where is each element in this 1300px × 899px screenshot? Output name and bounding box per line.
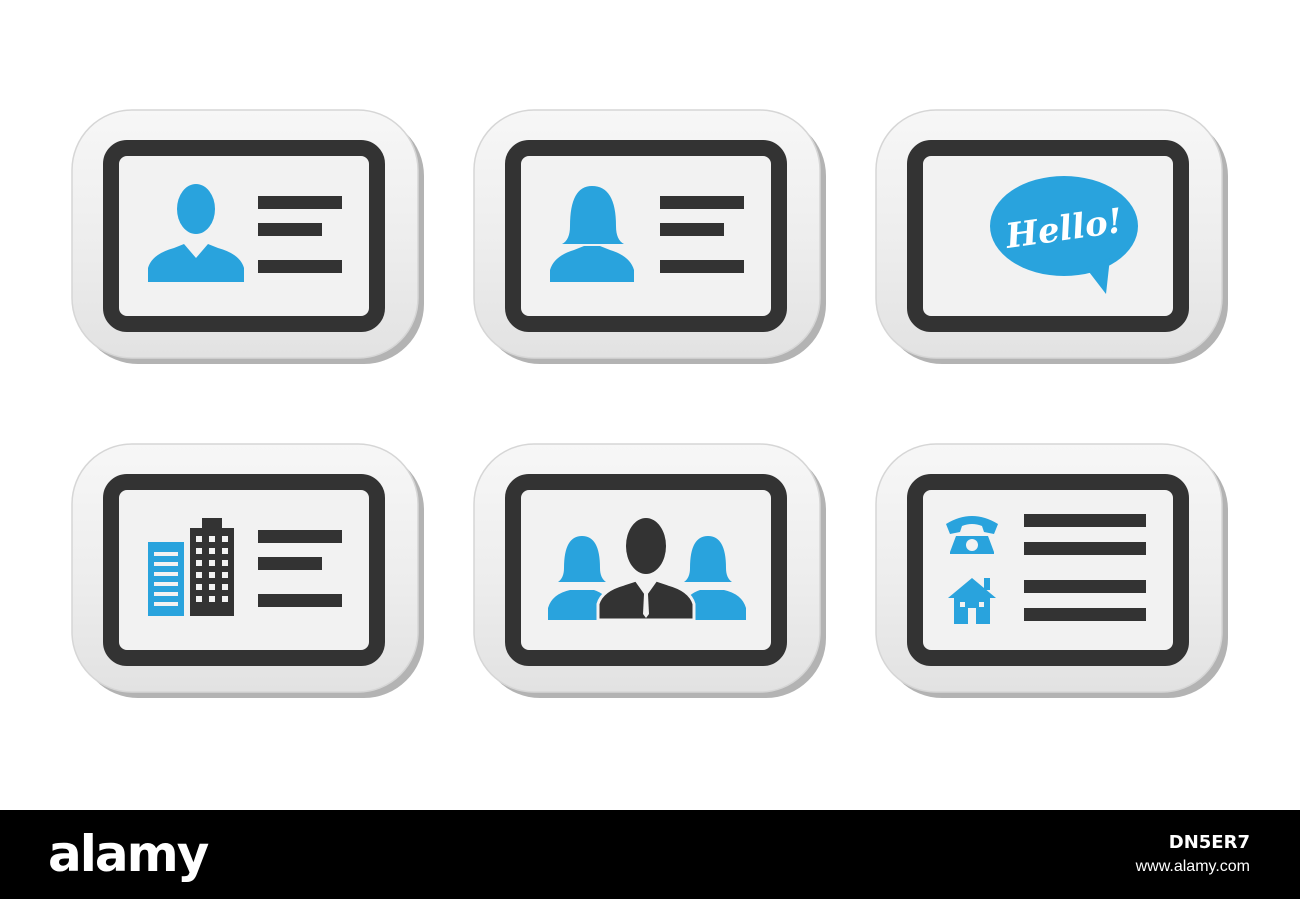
text-lines: [258, 530, 342, 607]
sticker-company-card: [70, 442, 428, 702]
sticker-female-id-card: [472, 108, 830, 368]
sticker-team-card: [472, 442, 830, 702]
sticker-contact-card: [874, 442, 1232, 702]
sticker-hello-card: Hello!: [874, 108, 1232, 368]
site-url: www.alamy.com: [1135, 858, 1250, 875]
icon-set-canvas: Hello!: [70, 108, 1232, 702]
male-user-icon: [148, 184, 244, 282]
text-lines: [1024, 514, 1146, 621]
image-meta: DN5ER7 www.alamy.com: [1136, 832, 1250, 878]
image-id: DN5ER7: [1168, 832, 1250, 853]
speech-bubble-icon: Hello!: [990, 176, 1138, 294]
stock-footer-bar: alamy DN5ER7 www.alamy.com: [0, 810, 1300, 899]
home-icon: [948, 578, 996, 624]
text-lines: [660, 196, 744, 273]
sticker-male-id-card: [70, 108, 428, 368]
phone-icon: [946, 516, 998, 554]
text-lines: [258, 196, 342, 273]
office-buildings-icon: [148, 518, 234, 616]
brand-logo-text: alamy: [48, 825, 209, 883]
team-group-icon: [548, 518, 746, 622]
female-user-icon: [550, 186, 634, 282]
